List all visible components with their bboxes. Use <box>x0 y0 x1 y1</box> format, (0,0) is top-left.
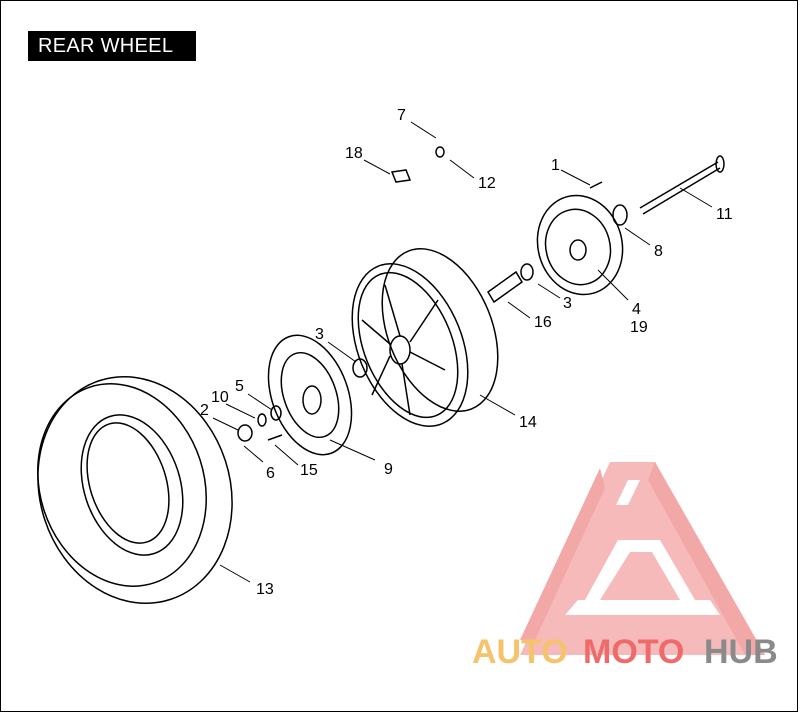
small-parts-drawing <box>237 146 725 442</box>
watermark-moto: MOTO <box>583 633 684 671</box>
label-16: 16 <box>534 314 552 331</box>
tire-drawing <box>37 376 233 604</box>
label-15: 15 <box>300 462 318 479</box>
label-8: 8 <box>654 243 663 260</box>
label-12: 12 <box>478 175 496 192</box>
wheel-drawing <box>351 248 499 427</box>
watermark-auto: AUTO <box>472 633 568 671</box>
watermark-hub: HUB <box>704 633 778 671</box>
label-19: 19 <box>630 319 648 336</box>
label-7: 7 <box>397 107 406 124</box>
page-title: REAR WHEEL <box>28 31 196 61</box>
label-3-lower: 3 <box>563 295 572 312</box>
label-4: 4 <box>632 301 641 318</box>
label-3-upper: 3 <box>315 326 324 343</box>
brake-disc-drawing <box>267 334 353 456</box>
label-2: 2 <box>200 402 209 419</box>
label-11: 11 <box>716 206 733 223</box>
leader-lines <box>212 121 713 583</box>
label-6: 6 <box>266 465 275 482</box>
label-18: 18 <box>345 145 363 162</box>
label-5: 5 <box>235 378 244 395</box>
watermark-text: AUTO MOTO HUB <box>472 633 778 671</box>
label-1: 1 <box>551 157 560 174</box>
watermark-logo <box>520 462 765 655</box>
part-labels: 1 2 3 3 4 5 6 7 8 9 10 11 12 13 14 15 16… <box>200 107 733 598</box>
label-13: 13 <box>256 581 274 598</box>
label-9: 9 <box>384 461 393 478</box>
label-10: 10 <box>211 389 229 406</box>
label-14: 14 <box>519 414 537 431</box>
